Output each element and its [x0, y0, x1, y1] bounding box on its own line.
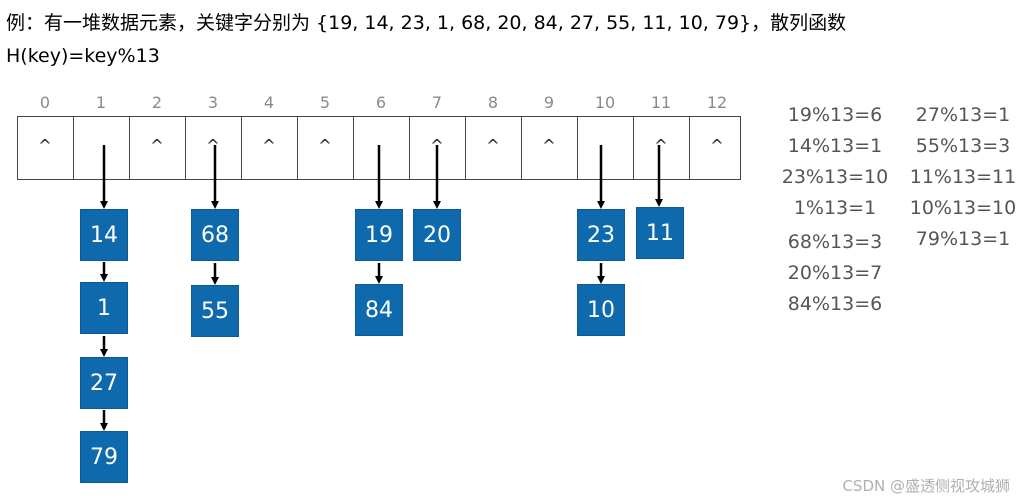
- null-caret-3: ^: [206, 136, 220, 155]
- node-79: 79: [80, 431, 128, 483]
- calc-left-3: 23%13=10: [781, 166, 889, 188]
- calc-right-1: 27%13=1: [915, 104, 1011, 126]
- title-line-1: 例：有一堆数据元素，关键字分别为 {19, 14, 23, 1, 68, 20,…: [6, 12, 847, 34]
- index-label-10: 10: [594, 93, 616, 112]
- node-23: 23: [577, 209, 625, 261]
- node-10: 10: [577, 284, 625, 336]
- table-cell-3: [186, 117, 242, 179]
- calc-right-2: 55%13=3: [915, 135, 1011, 157]
- table-cell-1: [74, 117, 130, 179]
- watermark: CSDN @盛透侧视攻城狮: [842, 477, 1010, 495]
- table-cell-2: [130, 117, 186, 179]
- null-caret-8: ^: [486, 136, 500, 155]
- index-label-1: 1: [95, 93, 107, 112]
- calc-left-4: 1%13=1: [793, 197, 877, 219]
- table-cell-9: [522, 117, 578, 179]
- index-label-5: 5: [319, 93, 331, 112]
- index-label-12: 12: [706, 93, 728, 112]
- table-cell-11: [634, 117, 690, 179]
- null-caret-9: ^: [542, 136, 556, 155]
- index-label-7: 7: [431, 93, 443, 112]
- node-20: 20: [413, 209, 461, 261]
- table-cell-8: [466, 117, 522, 179]
- index-label-3: 3: [207, 93, 219, 112]
- index-label-11: 11: [650, 93, 672, 112]
- calc-right-5: 79%13=1: [915, 228, 1011, 250]
- calc-left-1: 19%13=6: [787, 104, 883, 126]
- node-27: 27: [80, 357, 128, 409]
- calc-left-7: 84%13=6: [787, 293, 883, 315]
- title-line-2: H(key)=key%13: [6, 45, 160, 67]
- null-caret-12: ^: [710, 136, 724, 155]
- calc-left-2: 14%13=1: [787, 135, 883, 157]
- null-caret-0: ^: [38, 136, 52, 155]
- table-cell-0: [18, 117, 74, 179]
- index-label-8: 8: [487, 93, 499, 112]
- table-cell-7: [410, 117, 466, 179]
- table-cell-5: [298, 117, 354, 179]
- node-19: 19: [355, 209, 403, 261]
- calc-right-3: 11%13=11: [909, 166, 1017, 188]
- index-label-6: 6: [375, 93, 387, 112]
- node-1: 1: [80, 282, 128, 334]
- calc-left-6: 20%13=7: [787, 262, 883, 284]
- null-caret-4: ^: [262, 136, 276, 155]
- node-55: 55: [191, 285, 239, 337]
- node-14: 14: [80, 209, 128, 261]
- null-caret-11: ^: [654, 136, 668, 155]
- index-label-2: 2: [151, 93, 163, 112]
- node-11: 11: [636, 207, 684, 259]
- table-cell-10: [578, 117, 634, 179]
- node-68: 68: [191, 209, 239, 261]
- calc-right-4: 10%13=10: [909, 197, 1017, 219]
- index-label-9: 9: [543, 93, 555, 112]
- table-cell-4: [242, 117, 298, 179]
- null-caret-5: ^: [318, 136, 332, 155]
- calc-left-5: 68%13=3: [787, 231, 883, 253]
- index-label-4: 4: [263, 93, 275, 112]
- table-cell-6: [354, 117, 410, 179]
- null-caret-2: ^: [150, 136, 164, 155]
- index-label-0: 0: [39, 93, 51, 112]
- node-84: 84: [355, 284, 403, 336]
